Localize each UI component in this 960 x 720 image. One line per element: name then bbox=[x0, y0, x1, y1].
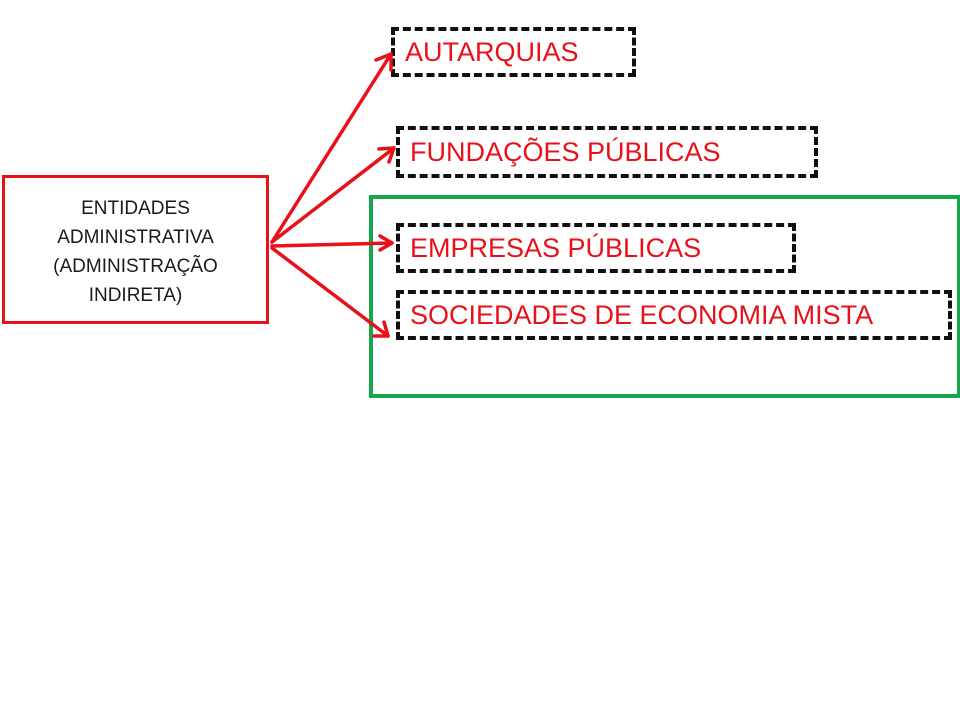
arrowhead-fundacoes-publicas bbox=[377, 146, 396, 164]
target-box-sociedades-economia-mista: SOCIEDADES DE ECONOMIA MISTA bbox=[396, 290, 952, 340]
arrowhead-autarquias bbox=[374, 52, 393, 72]
target-box-fundacoes-publicas: FUNDAÇÕES PÚBLICAS bbox=[396, 126, 818, 178]
target-label-autarquias: AUTARQUIAS bbox=[405, 36, 579, 67]
target-label-fundacoes-publicas: FUNDAÇÕES PÚBLICAS bbox=[410, 136, 721, 167]
target-box-empresas-publicas: EMPRESAS PÚBLICAS bbox=[396, 223, 796, 273]
source-entity-label: ENTIDADES ADMINISTRATIVA (ADMINISTRAÇÃO … bbox=[53, 197, 218, 306]
target-box-autarquias: AUTARQUIAS bbox=[391, 27, 636, 77]
target-label-sociedades-economia-mista: SOCIEDADES DE ECONOMIA MISTA bbox=[410, 299, 874, 330]
target-label-empresas-publicas: EMPRESAS PÚBLICAS bbox=[410, 232, 702, 263]
source-entity-box: ENTIDADES ADMINISTRATIVA (ADMINISTRAÇÃO … bbox=[2, 175, 269, 324]
